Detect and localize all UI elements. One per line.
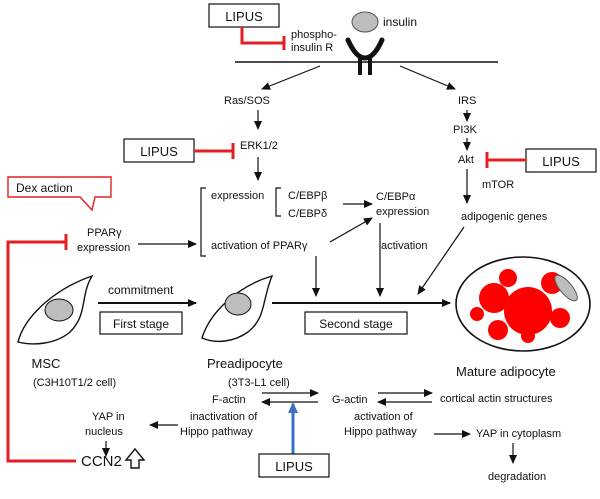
ccn2-label: CCN2 [81,453,122,470]
g-actin-label: G-actin [332,394,367,406]
preadipocyte-cell-line-label: (3T3-L1 cell) [228,377,290,389]
lipus-inhibit-erk-arrow [194,143,235,159]
cebp-bracket [275,187,281,217]
preadipocyte-cell-icon [201,274,274,343]
cortical-actin-label: cortical actin structures [440,393,553,405]
mature-adipocyte-cell-icon [455,256,591,352]
f-actin-label: F-actin [212,394,246,406]
dex-action-label: Dex action [16,181,73,195]
arrow-to-irs [399,65,456,90]
up-arrow-icon [124,447,146,469]
first-stage-label: First stage [113,317,169,331]
degradation-label: degradation [488,471,546,483]
arrow-to-ras [261,65,321,90]
insulin-label: insulin [383,15,417,29]
lipus-label-top: LIPUS [225,9,263,24]
cebp-delta-label: C/EBPδ [288,208,327,220]
first-stage-box [99,311,183,335]
mtor-label: mTOR [482,179,514,191]
ras-sos-label: Ras/SOS [224,95,270,107]
lipus-label-akt: LIPUS [542,154,580,169]
commitment-label: commitment [108,283,174,297]
expression-label: expression [211,190,264,202]
msc-cell-icon [17,274,94,345]
ppar-expression-label: PPARγ expression [77,227,130,254]
erk-label: ERK1/2 [240,140,278,152]
lipus-inhibit-receptor-arrow [240,27,286,50]
activation-ppar-label: activation of PPARγ [211,240,308,252]
arrow-ppar-to-cebp-alpha [329,217,373,243]
lipus-label-erk: LIPUS [140,144,178,159]
activation-label: activation [381,240,427,252]
lipus-box-top [208,3,280,28]
insulin-ligand-icon [351,11,379,33]
cebp-alpha-label: C/EBPα expression [376,191,429,218]
mature-adipocyte-label: Mature adipocyte [456,364,556,379]
pi3k-label: PI3K [453,124,478,136]
activation-hippo-label: activation of Hippo pathway [344,411,417,438]
transcription-bracket [200,187,206,257]
dex-callout: Dex action [7,176,112,212]
inactivation-hippo-label: inactivation of Hippo pathway [180,411,260,438]
preadipocyte-label: Preadipocyte [207,356,283,371]
second-stage-label: Second stage [319,317,393,331]
arrow-genes-down [417,226,465,295]
second-stage-box [304,311,408,335]
cebp-beta-label: C/EBPβ [288,190,327,202]
msc-label: MSC [32,356,61,371]
phospho-insulin-r-label: phospho- insulin R [291,29,340,54]
yap-cytoplasm-label: YAP in cytoplasm [476,428,561,440]
msc-cell-line-label: (C3H10T1/2 cell) [33,377,116,389]
lipus-box-bottom [258,453,330,478]
insulin-receptor-icon [345,37,385,75]
adipogenic-genes-label: adipogenic genes [461,211,548,223]
lipus-inhibit-akt-arrow [485,152,526,168]
irs-label: IRS [458,95,476,107]
yap-nucleus-label: YAP in nucleus [85,411,128,438]
akt-label: Akt [458,154,474,166]
ccn2-inhibit-ppar-arrow [6,234,76,463]
lipus-label-bottom: LIPUS [275,459,313,474]
